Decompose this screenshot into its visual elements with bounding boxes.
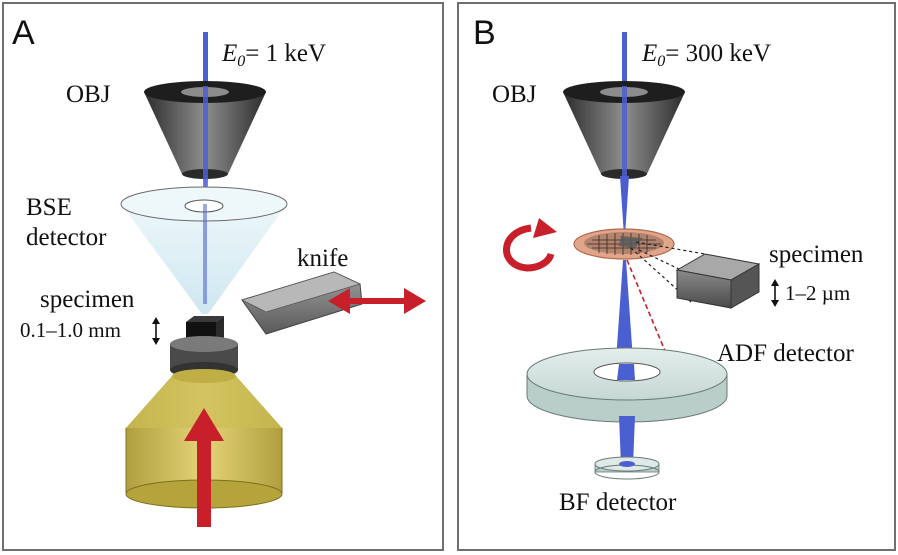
bse-label: BSE xyxy=(26,194,72,221)
knife-motion-arrow xyxy=(328,288,426,314)
specimen-grid xyxy=(573,228,675,260)
panel-b: B E0= 300 keV OBJ xyxy=(457,2,896,551)
electron-beam xyxy=(203,32,208,102)
specimen-zoom-box xyxy=(675,253,761,309)
panel-b-diagram: B E0= 300 keV OBJ xyxy=(473,14,864,516)
stage-advance-arrow xyxy=(184,408,224,527)
panel-a-diagram: A E0= 1 keV OBJ BSE detector xyxy=(12,14,426,527)
thickness-arrow xyxy=(771,279,779,307)
obj-label: OBJ xyxy=(492,81,537,108)
adf-label: ADF detector xyxy=(717,340,854,367)
electron-beam xyxy=(622,32,627,102)
energy-label: E0= 300 keV xyxy=(641,40,771,70)
bse-detector xyxy=(120,186,288,314)
bf-label: BF detector xyxy=(559,489,677,516)
adf-detector xyxy=(526,347,728,423)
thickness-label: 1–2 µm xyxy=(785,281,850,305)
objective-lens xyxy=(563,81,685,179)
specimen-label: specimen xyxy=(40,286,135,313)
objective-lens xyxy=(144,81,266,179)
bf-detector xyxy=(594,456,660,480)
panel-a-letter: A xyxy=(12,14,35,52)
electron-beam-bf xyxy=(619,416,635,466)
specimen-label: specimen xyxy=(769,241,864,268)
panel-a: A E0= 1 keV OBJ BSE detector xyxy=(2,2,444,551)
electron-beam-focused xyxy=(620,176,629,236)
knife xyxy=(240,271,363,335)
obj-label: OBJ xyxy=(66,81,111,108)
tilt-rotation-arrow xyxy=(503,218,557,272)
knife-label: knife xyxy=(297,245,348,272)
panel-b-letter: B xyxy=(473,14,496,52)
thickness-arrow xyxy=(152,317,160,345)
thickness-label: 0.1–1.0 mm xyxy=(20,318,121,342)
energy-label: E0= 1 keV xyxy=(221,40,326,70)
detector-label: detector xyxy=(26,224,107,251)
